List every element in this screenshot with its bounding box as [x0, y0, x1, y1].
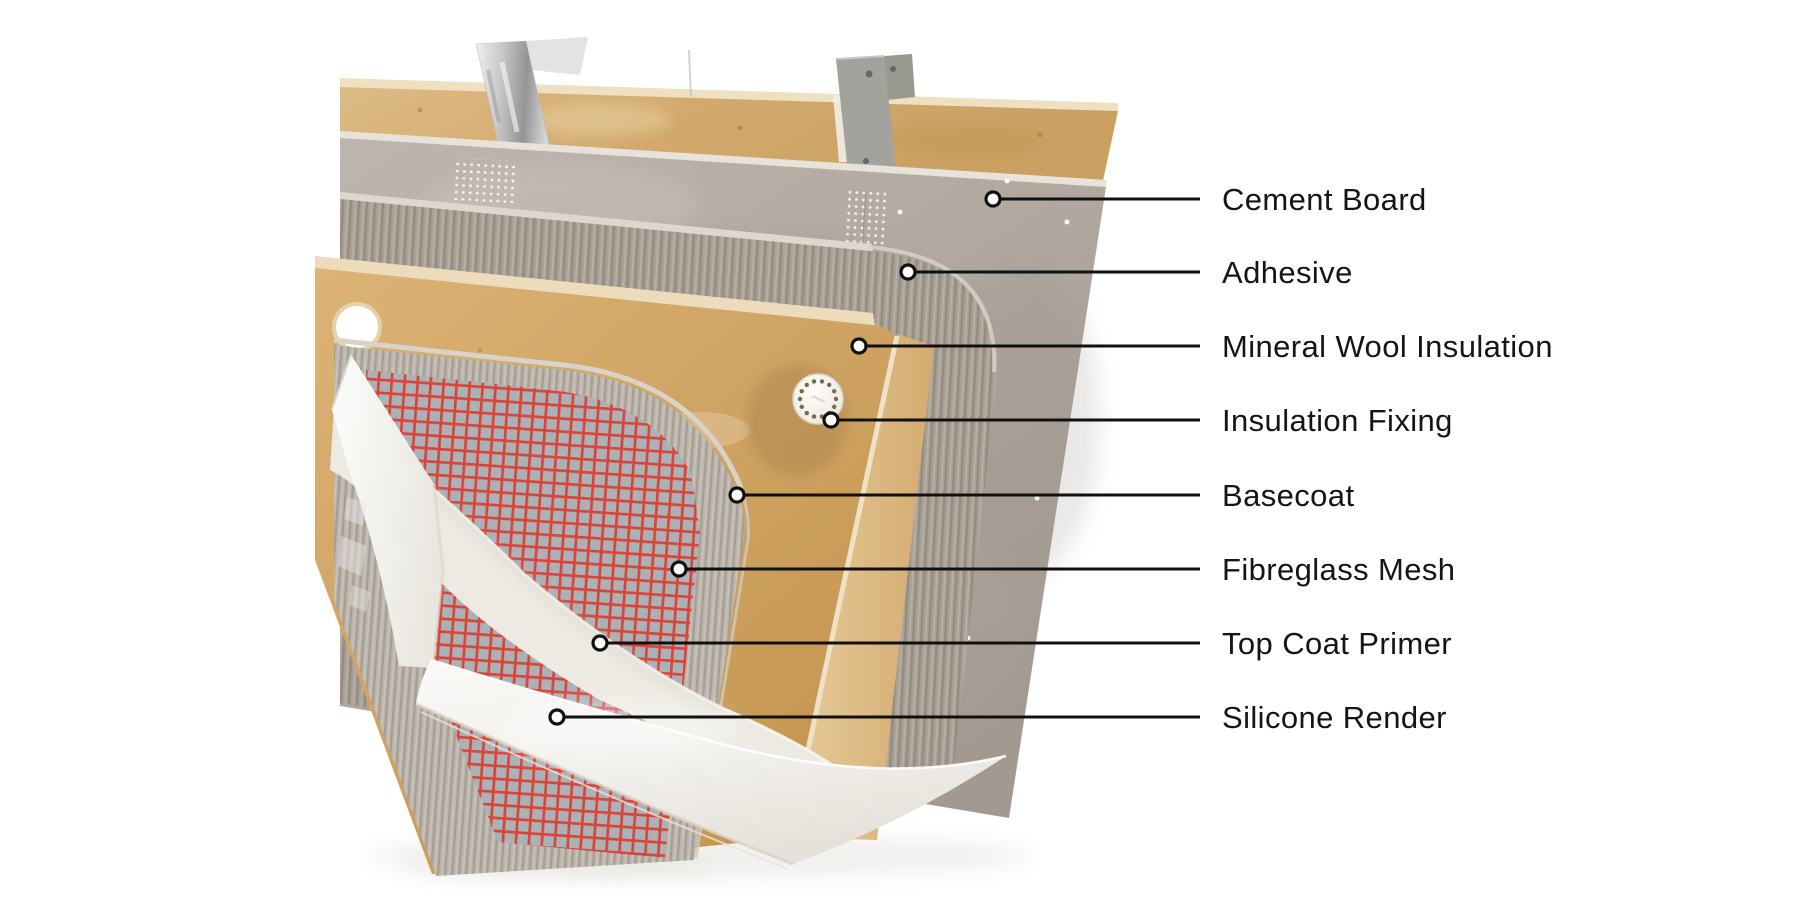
fixing-rail-line — [688, 49, 692, 98]
annotation-cement-board: Cement Board — [984, 182, 1427, 217]
annotation-mineral-wool-insulation: Mineral Wool Insulation — [850, 329, 1553, 364]
leader-dot — [822, 411, 840, 429]
leader-dot — [728, 486, 746, 504]
leader-dot — [548, 708, 566, 726]
annotation-adhesive: Adhesive — [899, 255, 1353, 290]
annotation-insulation-fixing: Insulation Fixing — [822, 403, 1453, 438]
layer-label: Adhesive — [1222, 255, 1353, 290]
layer-label: Basecoat — [1222, 478, 1354, 513]
layer-label: Cement Board — [1222, 182, 1427, 217]
leader-dot — [984, 190, 1002, 208]
leader-dot — [670, 560, 688, 578]
metal-bracket-l-shape — [835, 54, 915, 182]
annotation-basecoat: Basecoat — [728, 478, 1354, 513]
annotation-top-coat-primer: Top Coat Primer — [591, 626, 1452, 661]
leader-dot — [591, 634, 609, 652]
layer-label: Top Coat Primer — [1222, 626, 1452, 661]
silicone-render-sheet — [331, 354, 1007, 870]
layer-label: Fibreglass Mesh — [1222, 552, 1455, 587]
layer-label: Silicone Render — [1222, 700, 1447, 735]
leader-dot — [850, 337, 868, 355]
layer-label: Mineral Wool Insulation — [1222, 329, 1553, 364]
layer-label: Insulation Fixing — [1222, 403, 1453, 438]
metal-bracket-shiny — [475, 37, 588, 157]
annotation-silicone-render: Silicone Render — [548, 700, 1447, 735]
leader-dot — [899, 263, 917, 281]
annotation-fibreglass-mesh: Fibreglass Mesh — [670, 552, 1455, 587]
